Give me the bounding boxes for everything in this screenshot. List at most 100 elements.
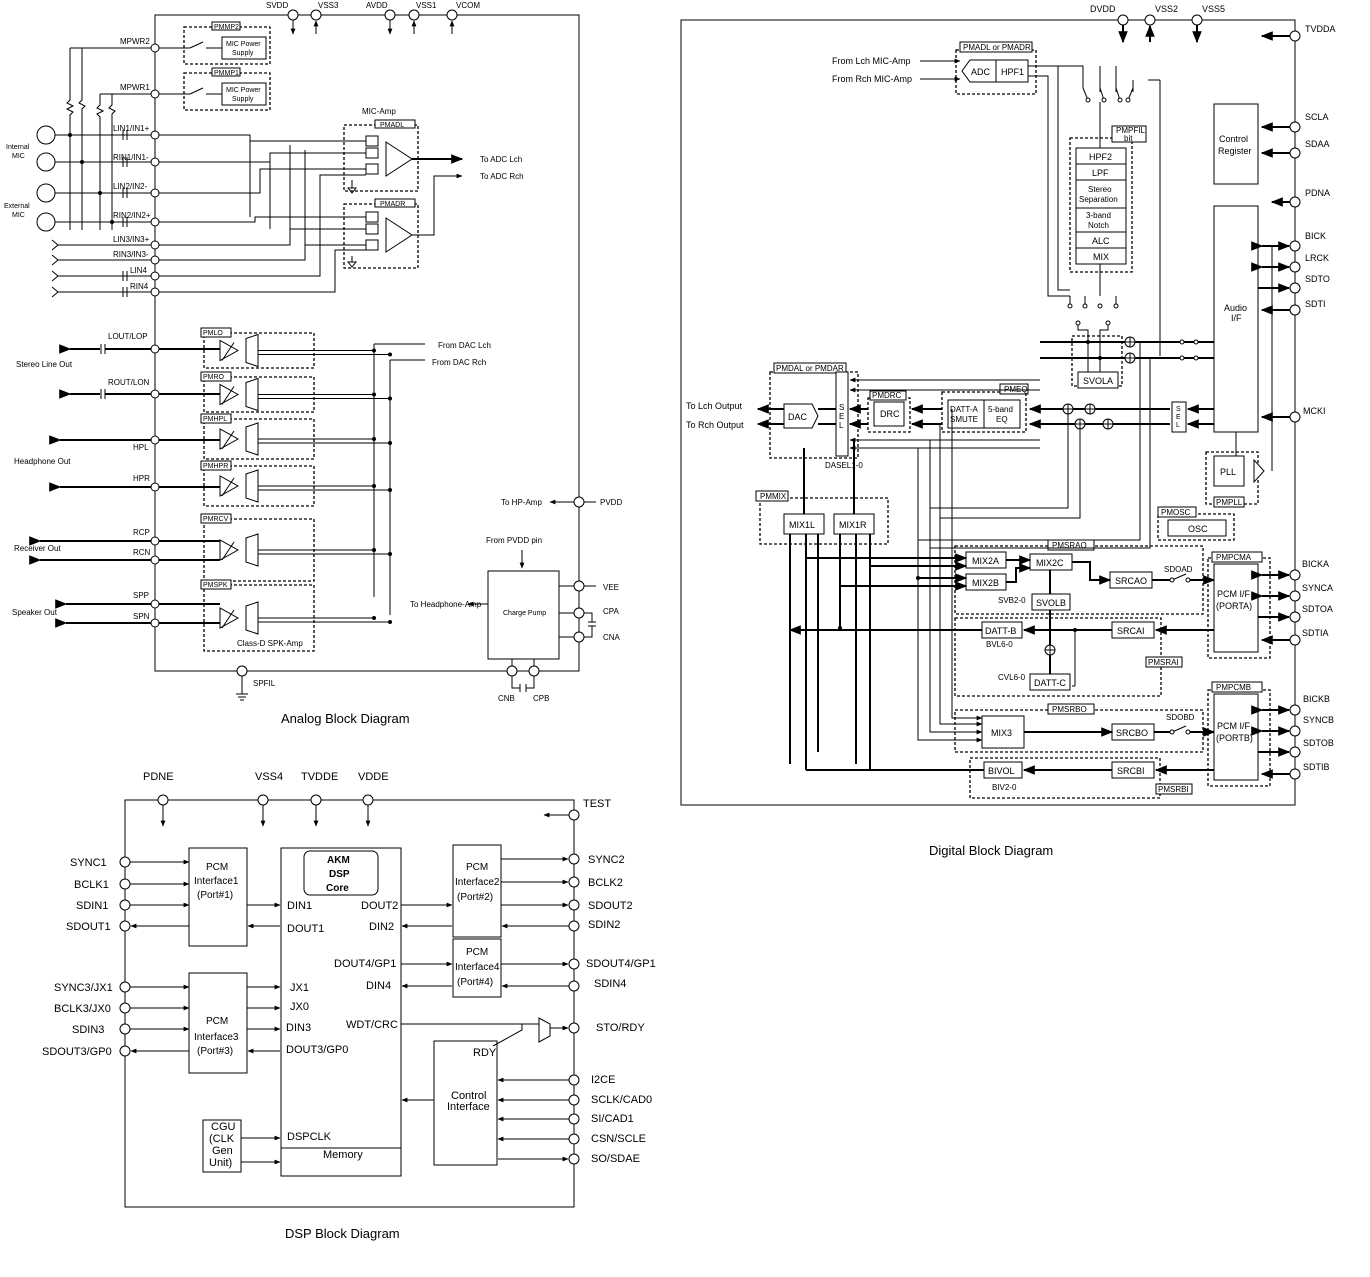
svg-text:DOUT3/GP0: DOUT3/GP0 (286, 1044, 348, 1056)
analog-top-pins: SVDD VSS3 AVDD VSS1 VCOM (266, 1, 480, 35)
svg-text:SDAA: SDAA (1305, 139, 1330, 149)
filter-chain: PMPFIL bit HPF2 LPF Stereo Separation 3-… (1028, 65, 1161, 380)
svg-text:LIN4: LIN4 (130, 266, 147, 275)
tag-pmmp2: PMMP2 (214, 24, 239, 31)
svg-text:From Lch MIC-Amp: From Lch MIC-Amp (832, 56, 911, 66)
svg-text:To HP-Amp: To HP-Amp (501, 498, 542, 507)
junction-dot (372, 548, 376, 552)
svg-text:DOUT2: DOUT2 (361, 900, 398, 912)
svg-text:SO/SDAE: SO/SDAE (591, 1153, 640, 1165)
svg-text:PCM I/F: PCM I/F (1217, 589, 1251, 599)
svg-text:From DAC Rch: From DAC Rch (432, 358, 486, 367)
svg-text:RDY: RDY (473, 1047, 497, 1059)
svg-text:From PVDD pin: From PVDD pin (486, 536, 542, 545)
svg-text:I2CE: I2CE (591, 1074, 615, 1086)
svg-text:LIN1/IN1+: LIN1/IN1+ (113, 124, 150, 133)
svg-text:SI/CAD1: SI/CAD1 (591, 1113, 634, 1125)
svg-text:PMADR: PMADR (380, 201, 405, 208)
sel-left-label: S (839, 403, 844, 412)
svg-text:Charge Pump: Charge Pump (503, 610, 546, 617)
svg-text:Gen: Gen (212, 1145, 233, 1157)
svg-text:RCP: RCP (133, 528, 150, 537)
svg-text:SDIN2: SDIN2 (588, 919, 620, 931)
dsp-top-pins: PDNE VSS4 TVDDE VDDE TEST (143, 771, 611, 827)
microphones: Internal MIC External MIC (4, 125, 56, 232)
analog-input-pins: LIN1/IN1+ RIN1/IN1- LIN2/IN2- RIN2/IN2+ … (51, 124, 160, 298)
mic-amp-section: MIC-Amp PMADL To ADC Lch PMADR To ADC Rc… (159, 107, 524, 293)
output-amp-tag-label: PMLO (203, 330, 223, 337)
svg-text:MIX: MIX (1093, 252, 1109, 262)
svg-text:MIX1L: MIX1L (789, 520, 815, 530)
svg-text:From DAC Lch: From DAC Lch (438, 341, 491, 350)
junction-dot (372, 392, 376, 397)
svg-text:DAC: DAC (788, 412, 808, 422)
svg-text:DATT-B: DATT-B (985, 626, 1016, 636)
svg-text:SRCAO: SRCAO (1115, 576, 1147, 586)
svg-text:BCLK2: BCLK2 (588, 877, 623, 889)
volume-arrow (221, 477, 235, 497)
svg-text:bit: bit (1124, 134, 1133, 143)
svg-text:LIN3/IN3+: LIN3/IN3+ (113, 235, 150, 244)
output-amp-tag-label: PMRO (203, 374, 225, 381)
svg-text:DIN3: DIN3 (286, 1022, 311, 1034)
svg-text:Core: Core (326, 883, 349, 894)
dsp-caption: DSP Block Diagram (285, 1226, 400, 1241)
svg-text:E: E (839, 412, 844, 421)
svg-text:Speaker Out: Speaker Out (12, 608, 58, 617)
svg-text:DVDD: DVDD (1090, 4, 1116, 14)
svg-text:BICK: BICK (1305, 231, 1326, 241)
svg-text:DSP: DSP (329, 869, 350, 880)
svg-text:3-band: 3-band (1086, 211, 1111, 220)
digital-block-diagram: DVDD VSS2 VSS5 TVDDA From Lch MIC-Amp Fr… (680, 4, 1336, 858)
svg-text:PMPCMB: PMPCMB (1216, 683, 1251, 692)
svg-text:SDTI: SDTI (1305, 299, 1326, 309)
svg-text:SYNC1: SYNC1 (70, 857, 107, 869)
svg-text:MIC-Amp: MIC-Amp (362, 107, 396, 116)
svg-text:To Headphone-Amp: To Headphone-Amp (410, 600, 482, 609)
svg-text:HPR: HPR (133, 474, 150, 483)
svg-text:L: L (839, 421, 844, 430)
svg-text:Interface1: Interface1 (194, 876, 239, 887)
dsp-core: AKM DSP Core DIN1 DOUT1 JX1 JX0 DIN3 DOU… (280, 847, 402, 1177)
svg-text:SDTIB: SDTIB (1303, 762, 1330, 772)
svg-text:VDDE: VDDE (358, 771, 389, 783)
svg-text:SDIN1: SDIN1 (76, 900, 108, 912)
svg-text:MIX3: MIX3 (991, 728, 1012, 738)
volume-arrow (221, 430, 235, 450)
control-interface: RDY Control Interface (401, 1017, 569, 1166)
svg-text:PMPCMA: PMPCMA (1216, 553, 1252, 562)
svg-text:Interface3: Interface3 (194, 1032, 239, 1043)
svg-text:Stereo: Stereo (1088, 185, 1112, 194)
svg-text:PLL: PLL (1220, 467, 1236, 477)
svg-text:PMSRAO: PMSRAO (1052, 541, 1087, 550)
svg-text:SMUTE: SMUTE (950, 415, 978, 424)
svg-text:Class-D SPK-Amp: Class-D SPK-Amp (237, 639, 303, 648)
svg-text:HPF1: HPF1 (1001, 67, 1024, 77)
pcm-interface-4: PCM Interface4 (Port#4) (401, 938, 502, 998)
svg-text:SRCBO: SRCBO (1116, 728, 1148, 738)
svg-text:(Port#3): (Port#3) (197, 1046, 233, 1057)
svg-text:CNA: CNA (603, 633, 621, 642)
external-mic-icon (36, 183, 56, 203)
svg-text:LPF: LPF (1092, 168, 1109, 178)
svg-text:To ADC Lch: To ADC Lch (480, 155, 522, 164)
mixer-stage (245, 601, 259, 635)
svg-text:Unit): Unit) (209, 1157, 232, 1169)
svg-text:PMOSC: PMOSC (1161, 508, 1191, 517)
svg-text:PMSRBI: PMSRBI (1158, 785, 1189, 794)
svg-text:BIV2-0: BIV2-0 (992, 783, 1017, 792)
svg-text:SDIN4: SDIN4 (594, 978, 626, 990)
output-amp-tag-label: PMHPL (203, 416, 227, 423)
svg-text:TVDDE: TVDDE (301, 771, 338, 783)
svg-text:PMPFIL: PMPFIL (1116, 126, 1145, 135)
svg-text:CVL6-0: CVL6-0 (998, 673, 1026, 682)
svg-text:SDOUT4/GP1: SDOUT4/GP1 (586, 958, 656, 970)
svg-text:HPF2: HPF2 (1089, 152, 1112, 162)
dsp-left-pins: SYNC1 BCLK1 SDIN1 SDOUT1 SYNC3/JX1 BCLK3… (42, 856, 190, 1058)
svg-text:SDOUT2: SDOUT2 (588, 900, 633, 912)
svg-text:PCM: PCM (466, 947, 488, 958)
output-amp-tag-label: PMHPR (203, 463, 228, 470)
svg-text:SCLA: SCLA (1305, 112, 1329, 122)
svg-text:LRCK: LRCK (1305, 253, 1329, 263)
pin-vcom: VCOM (456, 1, 480, 10)
